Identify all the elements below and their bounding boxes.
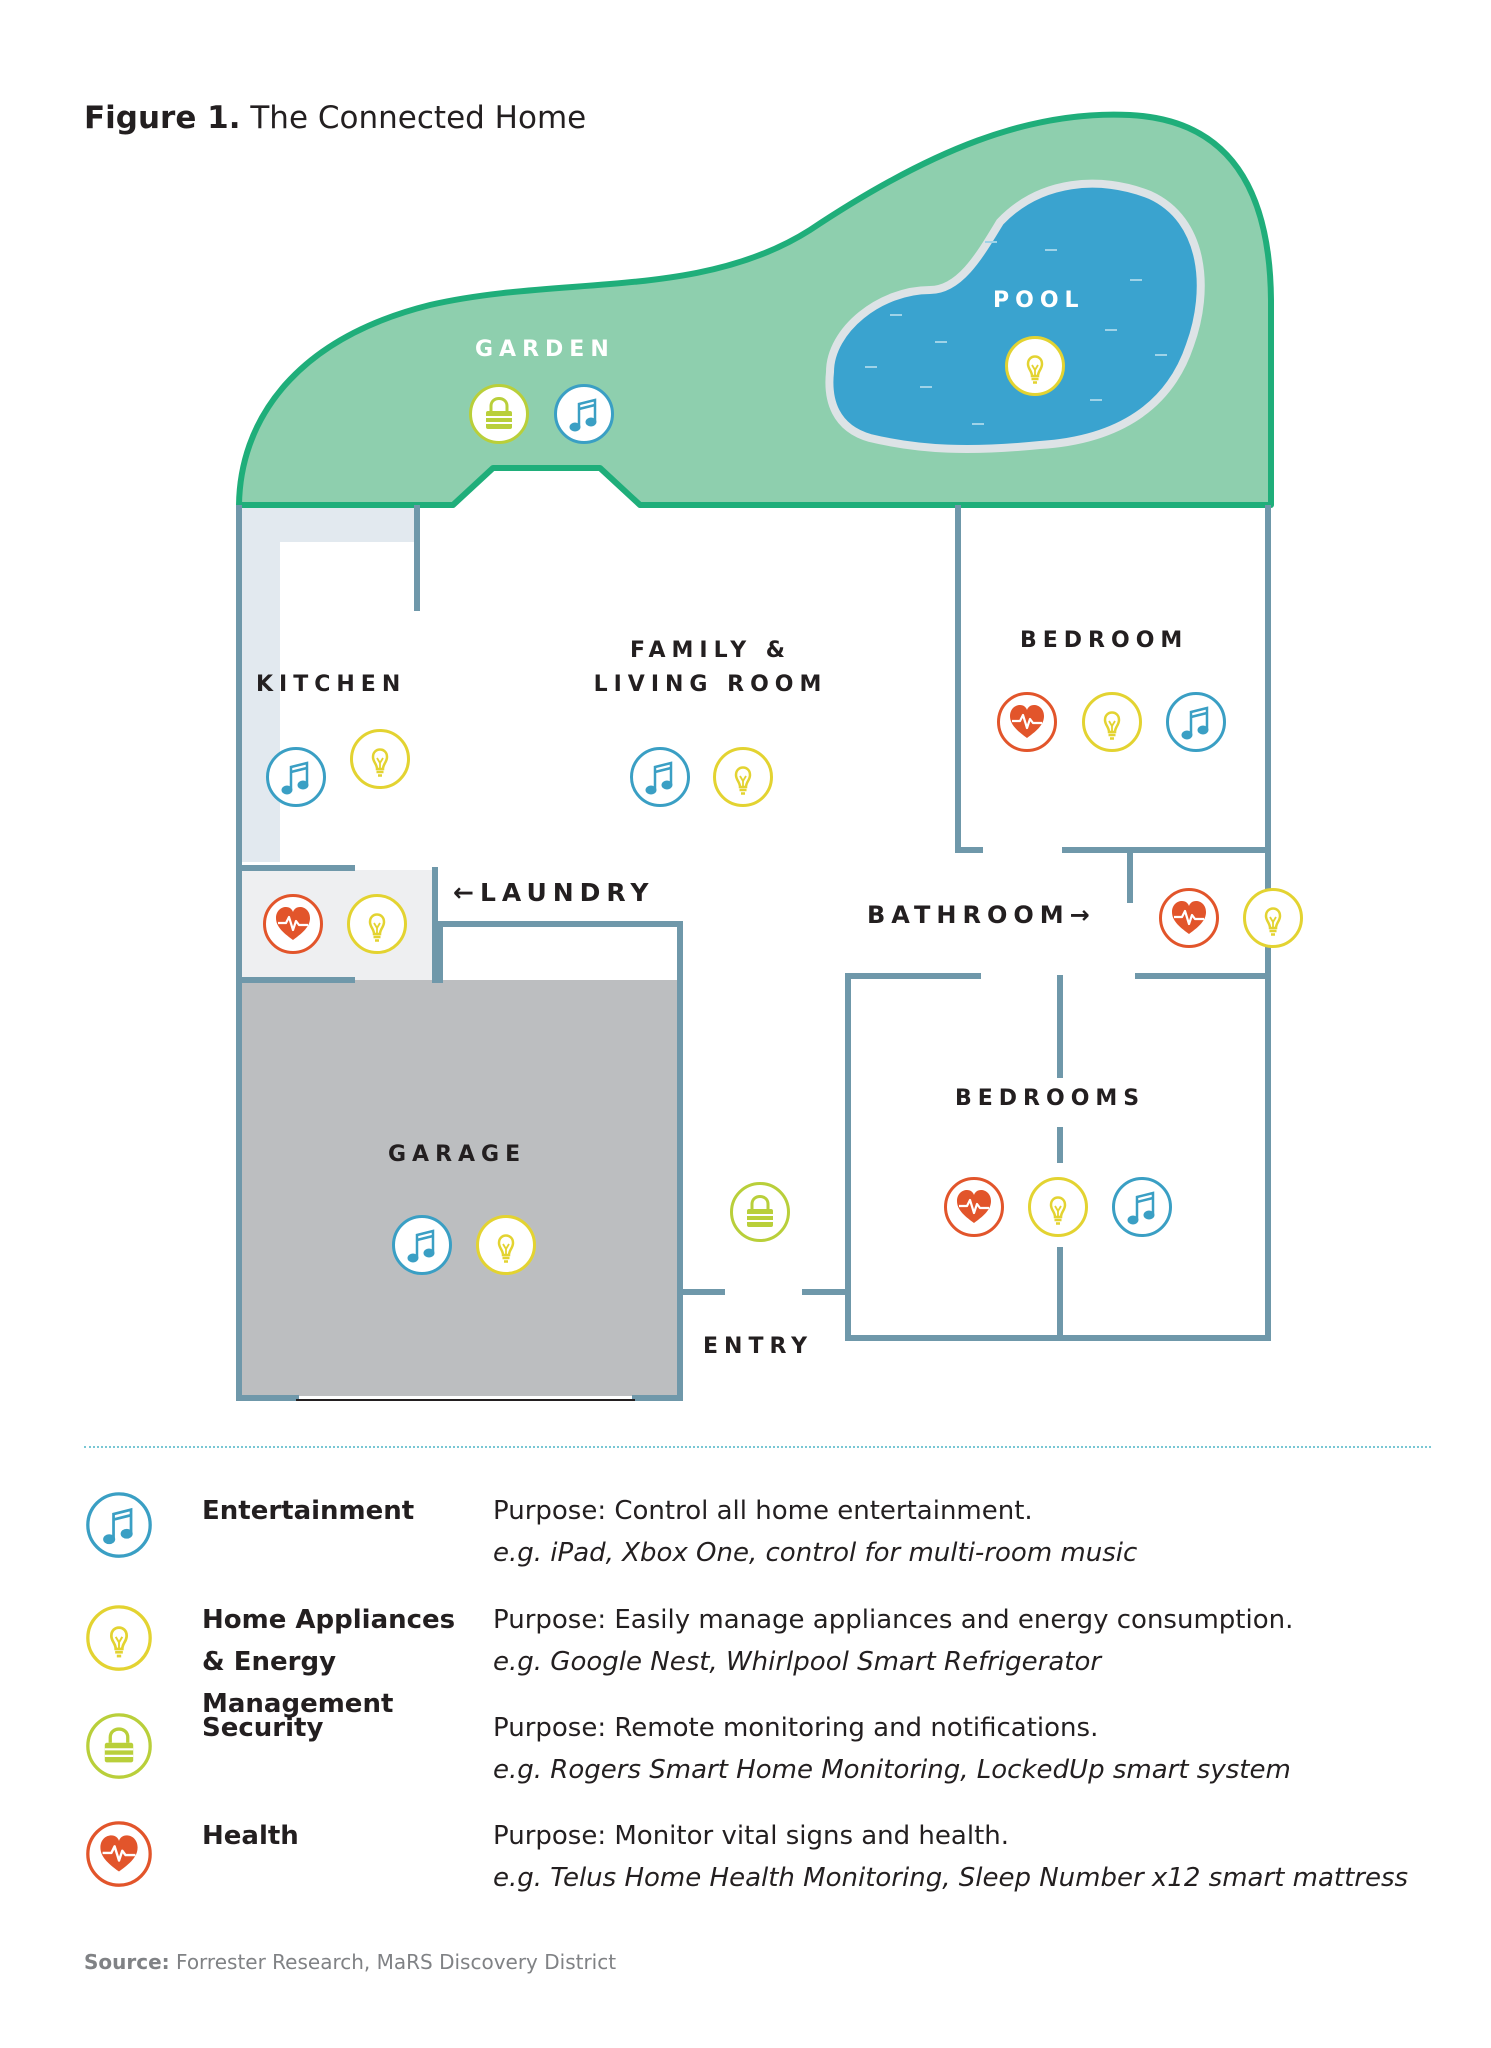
legend-category: Home Appliances & Energy Management (202, 1605, 456, 1719)
legend-category: Security (202, 1713, 324, 1743)
legend-category: Health (202, 1821, 299, 1851)
legend-example: e.g. Telus Home Health Monitoring, Sleep… (493, 1863, 1409, 1893)
appliances-icon (711, 745, 775, 809)
entertainment-icon (628, 745, 692, 809)
entertainment-icon (390, 1213, 454, 1277)
kitchen-label: KITCHEN (256, 672, 407, 697)
legend-purpose: Purpose: Control all home entertainment. (493, 1496, 1033, 1526)
health-icon (942, 1175, 1006, 1239)
legend-divider (84, 1446, 1431, 1448)
source-text: Forrester Research, MaRS Discovery Distr… (176, 1950, 617, 1974)
bedrooms-label: BEDROOMS (955, 1086, 1146, 1111)
figure-title-text: The Connected Home (250, 100, 587, 136)
legend-example: e.g. Rogers Smart Home Monitoring, Locke… (493, 1755, 1291, 1785)
health-icon (1157, 886, 1221, 950)
security-icon (467, 382, 531, 446)
legend-purpose: Purpose: Remote monitoring and notificat… (493, 1713, 1099, 1743)
health-icon (84, 1819, 154, 1889)
entertainment-icon (552, 382, 616, 446)
entertainment-icon (264, 745, 328, 809)
appliances-icon (1241, 886, 1305, 950)
security-icon (84, 1711, 154, 1781)
walls (236, 505, 1271, 1401)
appliances-icon (1080, 690, 1144, 754)
family-label-line2: LIVING ROOM (593, 672, 828, 697)
appliances-icon (474, 1213, 538, 1277)
legend-category: Entertainment (202, 1496, 415, 1526)
pool-water-ripples (865, 241, 1167, 425)
kitchen-counter (242, 508, 416, 862)
pool-area (825, 179, 1205, 454)
bathroom-label: BATHROOM→ (867, 901, 1096, 929)
pool-label: POOL (993, 288, 1085, 313)
source-label: Source: (84, 1950, 170, 1974)
family-living-room-label: FAMILY & LIVING ROOM (578, 634, 843, 702)
laundry-label: ←LAUNDRY (453, 878, 655, 907)
legend-example: e.g. Google Nest, Whirlpool Smart Refrig… (493, 1647, 1102, 1677)
figure-title: Figure 1. The Connected Home (84, 100, 586, 136)
appliances-icon (345, 892, 409, 956)
appliances-icon (348, 727, 412, 791)
garage-area (242, 980, 677, 1396)
garden-label: GARDEN (475, 337, 615, 362)
figure-label: Figure 1. (84, 100, 241, 136)
legend-example: e.g. iPad, Xbox One, control for multi-r… (493, 1538, 1138, 1568)
garage-label: GARAGE (388, 1142, 527, 1167)
legend-purpose: Purpose: Easily manage appliances and en… (493, 1605, 1294, 1635)
entertainment-icon (1110, 1175, 1174, 1239)
health-icon (995, 690, 1059, 754)
health-icon (261, 892, 325, 956)
appliances-icon (1026, 1175, 1090, 1239)
legend-purpose: Purpose: Monitor vital signs and health. (493, 1821, 1010, 1851)
family-label-line1: FAMILY & (630, 638, 791, 663)
entertainment-icon (84, 1490, 154, 1560)
bedroom-label: BEDROOM (1020, 628, 1189, 653)
security-icon (728, 1180, 792, 1244)
source-note: Source: Forrester Research, MaRS Discove… (84, 1950, 616, 1974)
appliances-icon (1003, 334, 1067, 398)
entry-label: ENTRY (703, 1334, 814, 1359)
appliances-icon (84, 1603, 154, 1673)
entertainment-icon (1164, 690, 1228, 754)
